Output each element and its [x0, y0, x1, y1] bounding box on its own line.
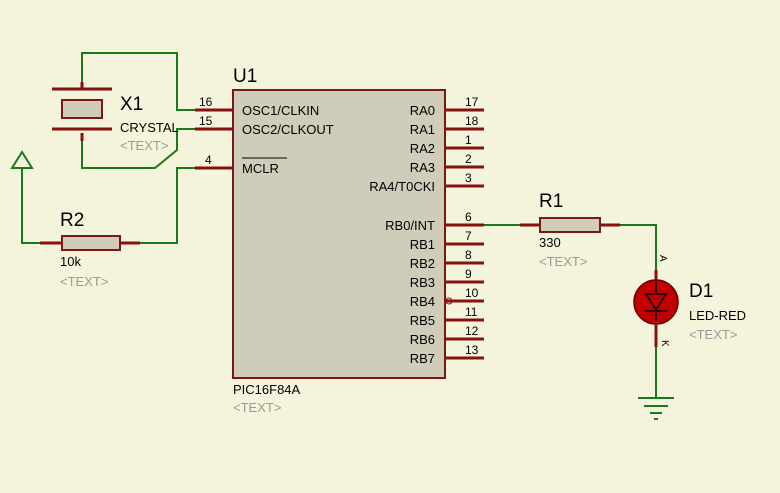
u1-text-placeholder: <TEXT> — [233, 400, 281, 415]
pin-number: 4 — [205, 153, 212, 167]
pin-number: 13 — [465, 343, 479, 357]
r2-value: 10k — [60, 254, 81, 269]
power-terminal-icon — [10, 150, 34, 169]
d1-cathode-label: K — [659, 340, 670, 347]
pin-number: 12 — [465, 324, 479, 338]
x1-crystal[interactable]: X1 CRYSTAL <TEXT> — [52, 82, 179, 153]
pin-name: OSC1/CLKIN — [242, 103, 319, 118]
pin-number: 10 — [465, 286, 479, 300]
x1-value: CRYSTAL — [120, 120, 179, 135]
resistor-icon — [40, 235, 140, 251]
d1-value: LED-RED — [689, 308, 746, 323]
d1-anode-label: A — [657, 255, 668, 262]
pin-name: RA1 — [410, 122, 435, 137]
pin-name: RA0 — [410, 103, 435, 118]
pin-name: RB6 — [410, 332, 435, 347]
pin-number: 15 — [199, 114, 213, 128]
pin-name: MCLR — [242, 161, 279, 176]
r1-text-placeholder: <TEXT> — [539, 254, 587, 269]
x1-ref: X1 — [120, 94, 143, 115]
wire-osc2[interactable] — [81, 128, 195, 169]
pin-name: OSC2/CLKOUT — [242, 122, 334, 137]
pin-name: RB5 — [410, 313, 435, 328]
pin-number: 11 — [465, 305, 478, 319]
led-icon — [633, 270, 679, 347]
pin-number: 16 — [199, 95, 213, 109]
pin-name: RA2 — [410, 141, 435, 156]
pin-number: 9 — [465, 267, 472, 281]
pin-name: RA4/T0CKI — [369, 179, 435, 194]
pin-name: RB4 — [410, 294, 435, 309]
wire-osc1[interactable] — [81, 52, 195, 111]
pin-number: 1 — [465, 133, 472, 147]
d1-text-placeholder: <TEXT> — [689, 327, 737, 342]
pin-name: RB3 — [410, 275, 435, 290]
r1-value: 330 — [539, 235, 561, 250]
pin-number: 18 — [465, 114, 479, 128]
pin-number: 17 — [465, 95, 479, 109]
wire-r2-power[interactable] — [21, 168, 62, 244]
pin-number: 6 — [465, 210, 472, 224]
resistor-icon — [520, 217, 620, 233]
u1-left-pins — [195, 108, 233, 170]
crystal-icon — [52, 82, 112, 141]
pin-name: RB2 — [410, 256, 435, 271]
r2-resistor[interactable]: R2 10k <TEXT> — [40, 210, 140, 289]
u1-part: PIC16F84A — [233, 382, 301, 397]
wire-mclr[interactable] — [120, 167, 195, 244]
x1-text-placeholder: <TEXT> — [120, 138, 168, 153]
pin-name: RB7 — [410, 351, 435, 366]
d1-ref: D1 — [689, 281, 713, 302]
r2-ref: R2 — [60, 210, 84, 231]
ground[interactable] — [638, 397, 674, 420]
pin-name: RB1 — [410, 237, 435, 252]
wire-r1-led[interactable] — [600, 224, 657, 278]
pin-number: 3 — [465, 171, 472, 185]
ground-icon — [638, 397, 674, 420]
r2-text-placeholder: <TEXT> — [60, 274, 108, 289]
pin-name: RB0/INT — [385, 218, 435, 233]
u1-ref: U1 — [233, 66, 257, 87]
power-terminal[interactable] — [10, 150, 34, 169]
rb4-bubble — [445, 297, 453, 305]
pin-name: RA3 — [410, 160, 435, 175]
pin-number: 2 — [465, 152, 472, 166]
d1-led[interactable]: A K D1 LED-RED <TEXT> — [633, 255, 746, 347]
u1-chip[interactable]: U1 PIC16F84A <TEXT> 16 OSC1/CLKIN 15 OSC… — [195, 66, 484, 415]
r1-resistor[interactable]: R1 330 <TEXT> — [520, 191, 620, 269]
u1-body — [232, 89, 446, 379]
r1-ref: R1 — [539, 191, 563, 212]
pin-number: 8 — [465, 248, 472, 262]
pin-number: 7 — [465, 229, 472, 243]
